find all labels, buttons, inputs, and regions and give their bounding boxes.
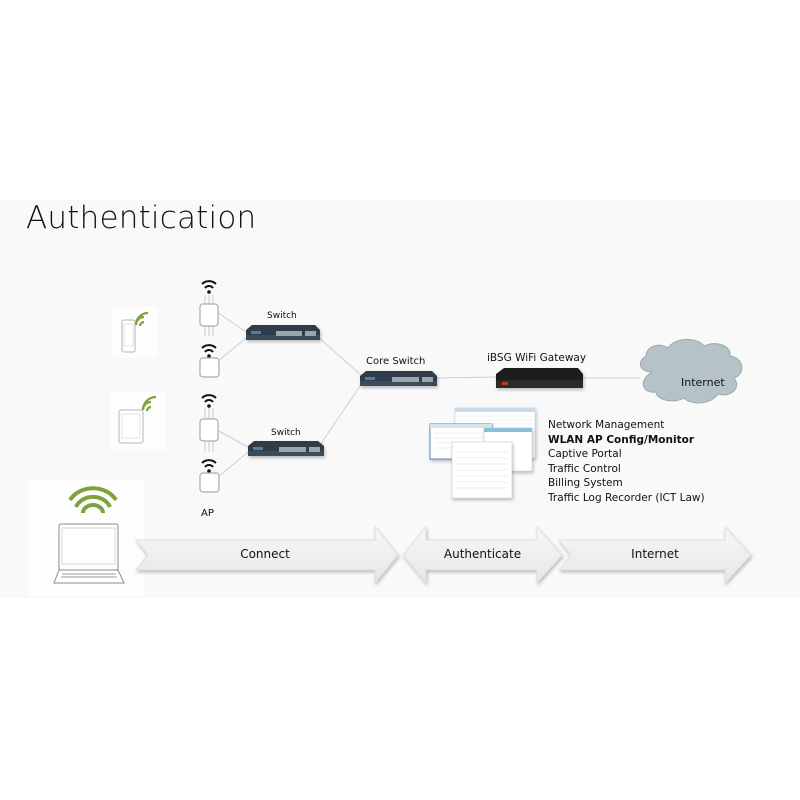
flow-arrow-connect-label: Connect <box>240 547 290 561</box>
flow-arrow-internet-label: Internet <box>631 547 679 561</box>
core-switch-label: Core Switch <box>366 356 426 367</box>
smartphone-device <box>112 306 158 358</box>
gateway-label: iBSG WiFi Gateway <box>487 352 587 364</box>
wifi-broadcast-icon <box>201 459 217 468</box>
internet-cloud <box>639 339 743 404</box>
wifi-signal-icon <box>68 486 118 514</box>
link-core-gateway <box>435 376 497 379</box>
flow-arrow-internet <box>558 525 752 585</box>
flow-arrow-authenticate-label: Authenticate <box>443 547 522 561</box>
flow-arrow-authenticate <box>402 525 563 585</box>
feature-list: Network Management WLAN AP Config/Monito… <box>548 418 705 505</box>
link-switch1-core <box>317 336 363 377</box>
feature-item: Captive Portal <box>548 448 622 460</box>
ibsg-wifi-gateway <box>496 368 583 388</box>
tablet-device <box>110 392 166 450</box>
slide-title: Authentication <box>26 200 257 236</box>
feature-item-highlighted: WLAN AP Config/Monitor <box>548 433 694 446</box>
wifi-broadcast-icon <box>201 344 217 353</box>
switch-bottom <box>248 441 324 456</box>
switch-bottom-label: Switch <box>271 428 301 438</box>
feature-item: Billing System <box>548 477 623 489</box>
wifi-broadcast-icon <box>201 280 217 289</box>
wifi-signal-icon <box>141 395 157 412</box>
access-point-2 <box>199 344 220 378</box>
access-point-1 <box>199 280 219 336</box>
access-point-3 <box>199 394 219 452</box>
link-ap1-switch1 <box>216 311 247 333</box>
link-ap3-switch2 <box>216 429 249 448</box>
switch-top-label: Switch <box>267 311 297 321</box>
link-ap2-switch1 <box>216 337 247 363</box>
feature-item: Traffic Control <box>548 462 621 475</box>
management-screenshots <box>429 407 536 499</box>
wifi-broadcast-icon <box>201 394 217 403</box>
internet-cloud-label: Internet <box>681 376 725 389</box>
access-point-4 <box>199 459 220 493</box>
connection-lines <box>216 311 640 479</box>
feature-item: Network Management <box>548 419 665 431</box>
link-ap4-switch2 <box>216 451 249 479</box>
feature-item: Traffic Log Recorder (ICT Law) <box>548 491 705 504</box>
link-switch2-core <box>317 382 363 449</box>
ap-label: AP <box>201 508 214 519</box>
laptop-device <box>28 480 144 596</box>
wifi-signal-icon <box>134 311 149 327</box>
flow-arrow-connect <box>135 525 399 585</box>
switch-top <box>246 325 320 340</box>
core-switch <box>360 371 437 386</box>
